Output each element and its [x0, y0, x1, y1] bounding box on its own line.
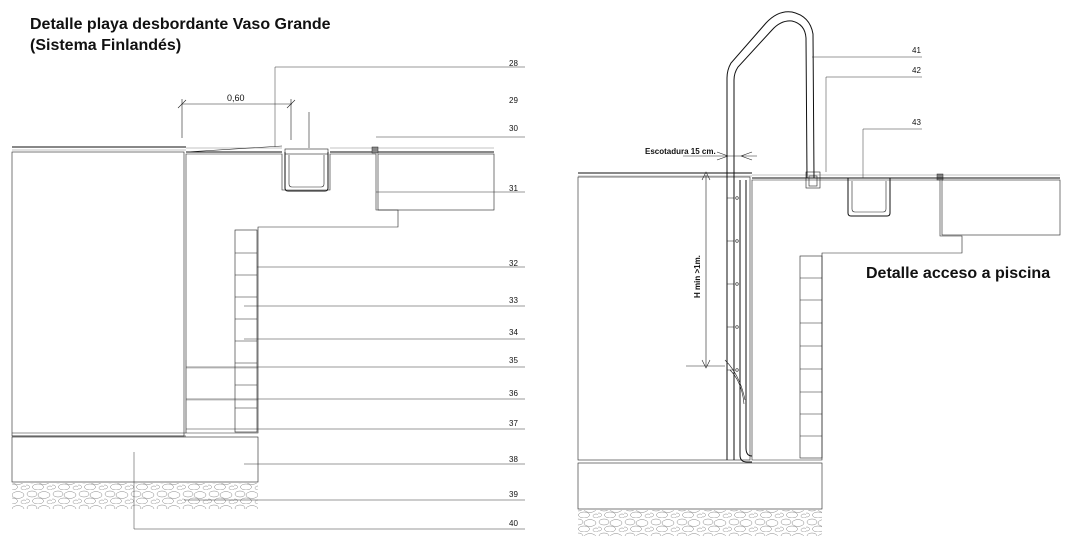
callout-37: 37 — [509, 419, 518, 428]
ladder-handrail — [726, 11, 815, 460]
callout-38: 38 — [509, 455, 518, 464]
callouts-left: 28 29 30 31 32 33 34 35 36 37 38 39 40 — [509, 59, 518, 528]
gravel-bed — [12, 483, 258, 509]
pool-wall-concrete-right — [751, 179, 963, 461]
callout-33: 33 — [509, 296, 518, 305]
height-label: H min >1m. — [693, 255, 702, 298]
left-detail-title: Detalle playa desbordante Vaso Grande — [30, 16, 331, 33]
left-detail-subtitle: (Sistema Finlandés) — [30, 37, 182, 54]
pool-wall-concrete — [185, 153, 399, 434]
callout-43: 43 — [912, 118, 921, 127]
gravel-bed-right — [578, 510, 822, 536]
callout-32: 32 — [509, 259, 518, 268]
left-detail — [11, 66, 525, 530]
callout-41: 41 — [912, 46, 921, 55]
right-detail — [577, 11, 1061, 536]
callout-40: 40 — [509, 519, 518, 528]
callout-34: 34 — [509, 328, 518, 337]
right-detail-title: Detalle acceso a piscina — [866, 265, 1051, 282]
base-slab-right — [577, 462, 823, 510]
callout-29: 29 — [509, 96, 518, 105]
deck-slab — [377, 153, 495, 211]
overflow-gutter — [284, 152, 329, 192]
callout-35: 35 — [509, 356, 518, 365]
ladder-handrail-inner — [733, 20, 808, 460]
base-slab — [11, 436, 259, 483]
dimension-label: 0,60 — [227, 93, 245, 103]
callout-31: 31 — [509, 184, 518, 193]
callouts-right: 41 42 43 — [912, 46, 921, 127]
pool-water-tile-area — [11, 151, 185, 437]
block-column-right — [799, 255, 823, 459]
callout-39: 39 — [509, 490, 518, 499]
callout-30: 30 — [509, 124, 518, 133]
callout-36: 36 — [509, 389, 518, 398]
block-column — [234, 229, 258, 433]
callout-28: 28 — [509, 59, 518, 68]
pool-water-tile-area-right — [577, 176, 751, 461]
callout-42: 42 — [912, 66, 921, 75]
notch-label: Escotadura 15 cm. — [645, 147, 716, 156]
